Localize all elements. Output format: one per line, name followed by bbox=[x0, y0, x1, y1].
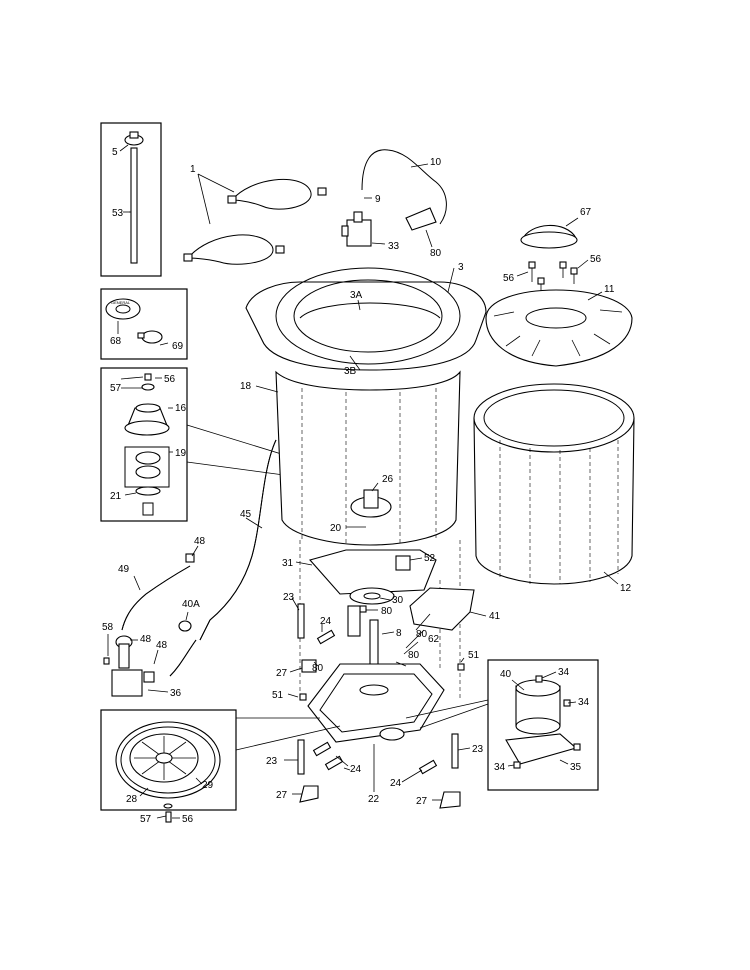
callout-34-c: 34 bbox=[494, 762, 506, 773]
mounting-plate: 31 30 52 41 80 62 80 bbox=[282, 540, 501, 700]
callout-27-c: 27 bbox=[276, 668, 288, 679]
callout-80: 80 bbox=[430, 248, 442, 259]
callout-24-c: 24 bbox=[390, 778, 402, 789]
inset-box-decal: GENERAL 68 69 bbox=[100, 288, 188, 360]
inset-box-belt: 28 29 bbox=[100, 709, 341, 811]
callout-51-b: 51 bbox=[272, 690, 284, 701]
callout-69: 69 bbox=[172, 341, 184, 352]
callout-40A: 40A bbox=[182, 599, 200, 610]
callout-68: 68 bbox=[110, 336, 122, 347]
water-valve-group: 9 10 33 80 bbox=[341, 149, 447, 259]
inset-box-motor: 40 34 34 34 35 bbox=[405, 659, 599, 791]
inset-box-rod: 5 53 bbox=[100, 122, 162, 277]
tub-cover: 3 3A 3B bbox=[245, 262, 487, 377]
callout-18: 18 bbox=[240, 381, 252, 392]
callout-26: 26 bbox=[382, 474, 394, 485]
callout-80-b: 80 bbox=[416, 629, 428, 640]
agitator-group: 67 56 56 11 bbox=[485, 207, 633, 367]
drive-base: 8 22 51 51 80 bbox=[272, 605, 480, 805]
suspension: 23 23 23 24 24 24 27 27 27 80 bbox=[266, 592, 484, 809]
outer-tub: 18 26 20 bbox=[240, 370, 461, 546]
drain-pump: 36 48 48 58 bbox=[102, 622, 182, 699]
callout-56-b: 56 bbox=[503, 273, 515, 284]
loose-hardware: 57 56 bbox=[140, 803, 194, 825]
callout-57-b: 57 bbox=[140, 814, 152, 825]
callout-30: 30 bbox=[392, 595, 404, 606]
callout-33: 33 bbox=[388, 241, 400, 252]
callout-11: 11 bbox=[604, 284, 615, 295]
callout-34-a: 34 bbox=[558, 667, 570, 678]
callout-1: 1 bbox=[190, 164, 196, 175]
callout-22: 22 bbox=[368, 794, 380, 805]
callout-49: 49 bbox=[118, 564, 130, 575]
callout-34-b: 34 bbox=[578, 697, 590, 708]
callout-45: 45 bbox=[240, 509, 252, 520]
callout-8: 8 bbox=[396, 628, 402, 639]
callout-27-a: 27 bbox=[276, 790, 288, 801]
callout-58: 58 bbox=[102, 622, 114, 633]
callout-24-a: 24 bbox=[320, 616, 332, 627]
callout-23-b: 23 bbox=[266, 756, 278, 767]
callout-5: 5 bbox=[112, 147, 118, 158]
callout-48-b: 48 bbox=[140, 634, 152, 645]
callout-41: 41 bbox=[489, 611, 501, 622]
callout-56-c: 56 bbox=[590, 254, 602, 265]
callout-67: 67 bbox=[580, 207, 592, 218]
callout-9: 9 bbox=[375, 194, 381, 205]
callout-36: 36 bbox=[170, 688, 182, 699]
inlet-hoses: 1 bbox=[183, 164, 327, 265]
callout-31: 31 bbox=[282, 558, 294, 569]
callout-28: 28 bbox=[126, 794, 138, 805]
decal-text: GENERAL bbox=[111, 300, 131, 305]
callout-48-c: 48 bbox=[156, 640, 168, 651]
callout-52: 52 bbox=[424, 553, 436, 564]
callout-80-e: 80 bbox=[312, 663, 324, 674]
callout-51-a: 51 bbox=[468, 650, 480, 661]
drain-hoses: 45 49 48 40A bbox=[118, 439, 277, 677]
callout-80-c: 80 bbox=[381, 606, 393, 617]
callout-48-a: 48 bbox=[194, 536, 206, 547]
inset-box-bearing: 56 57 16 19 21 bbox=[100, 367, 367, 522]
callout-40: 40 bbox=[500, 669, 512, 680]
callout-62: 62 bbox=[428, 634, 440, 645]
callout-16: 16 bbox=[175, 403, 187, 414]
callout-12: 12 bbox=[620, 583, 632, 594]
callout-19: 19 bbox=[175, 448, 187, 459]
callout-24-b: 24 bbox=[350, 764, 362, 775]
callout-80-d: 80 bbox=[408, 650, 420, 661]
callout-56-d: 56 bbox=[182, 814, 194, 825]
callout-23-c: 23 bbox=[472, 744, 484, 755]
callout-3: 3 bbox=[458, 262, 464, 273]
callout-21: 21 bbox=[110, 491, 122, 502]
callout-56: 56 bbox=[164, 374, 176, 385]
callout-3A: 3A bbox=[350, 290, 363, 301]
callout-57: 57 bbox=[110, 383, 122, 394]
callout-23-a: 23 bbox=[283, 592, 295, 603]
callout-53: 53 bbox=[112, 208, 124, 219]
callout-29: 29 bbox=[202, 780, 214, 791]
callout-35: 35 bbox=[570, 762, 582, 773]
callout-3B: 3B bbox=[344, 366, 357, 377]
callout-27-b: 27 bbox=[416, 796, 428, 807]
callout-20: 20 bbox=[330, 523, 342, 534]
wash-basket: 12 bbox=[473, 383, 635, 594]
callout-10: 10 bbox=[430, 157, 442, 168]
